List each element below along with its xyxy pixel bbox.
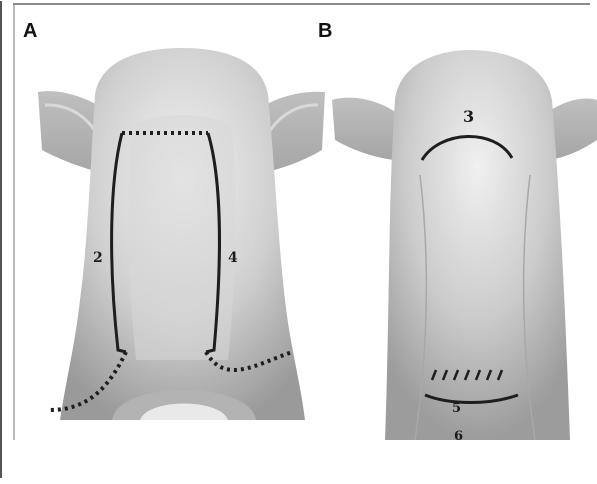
panel-b-illustration: 3 5 6 — [332, 50, 597, 444]
panel-a-illustration: 2 4 — [38, 48, 325, 420]
panel-b-annotation-3: 3 — [463, 107, 474, 126]
panel-a-annotation-4: 4 — [228, 250, 238, 266]
panel-b-label: B — [318, 21, 332, 41]
panel-a-annotation-2: 2 — [93, 250, 103, 266]
panel-b-left-wing — [332, 98, 395, 160]
panel-b-annotation-6: 6 — [454, 429, 463, 444]
panel-b-body — [385, 50, 570, 440]
panel-a-label: A — [23, 21, 37, 41]
panel-b-annotation-5: 5 — [452, 401, 461, 416]
